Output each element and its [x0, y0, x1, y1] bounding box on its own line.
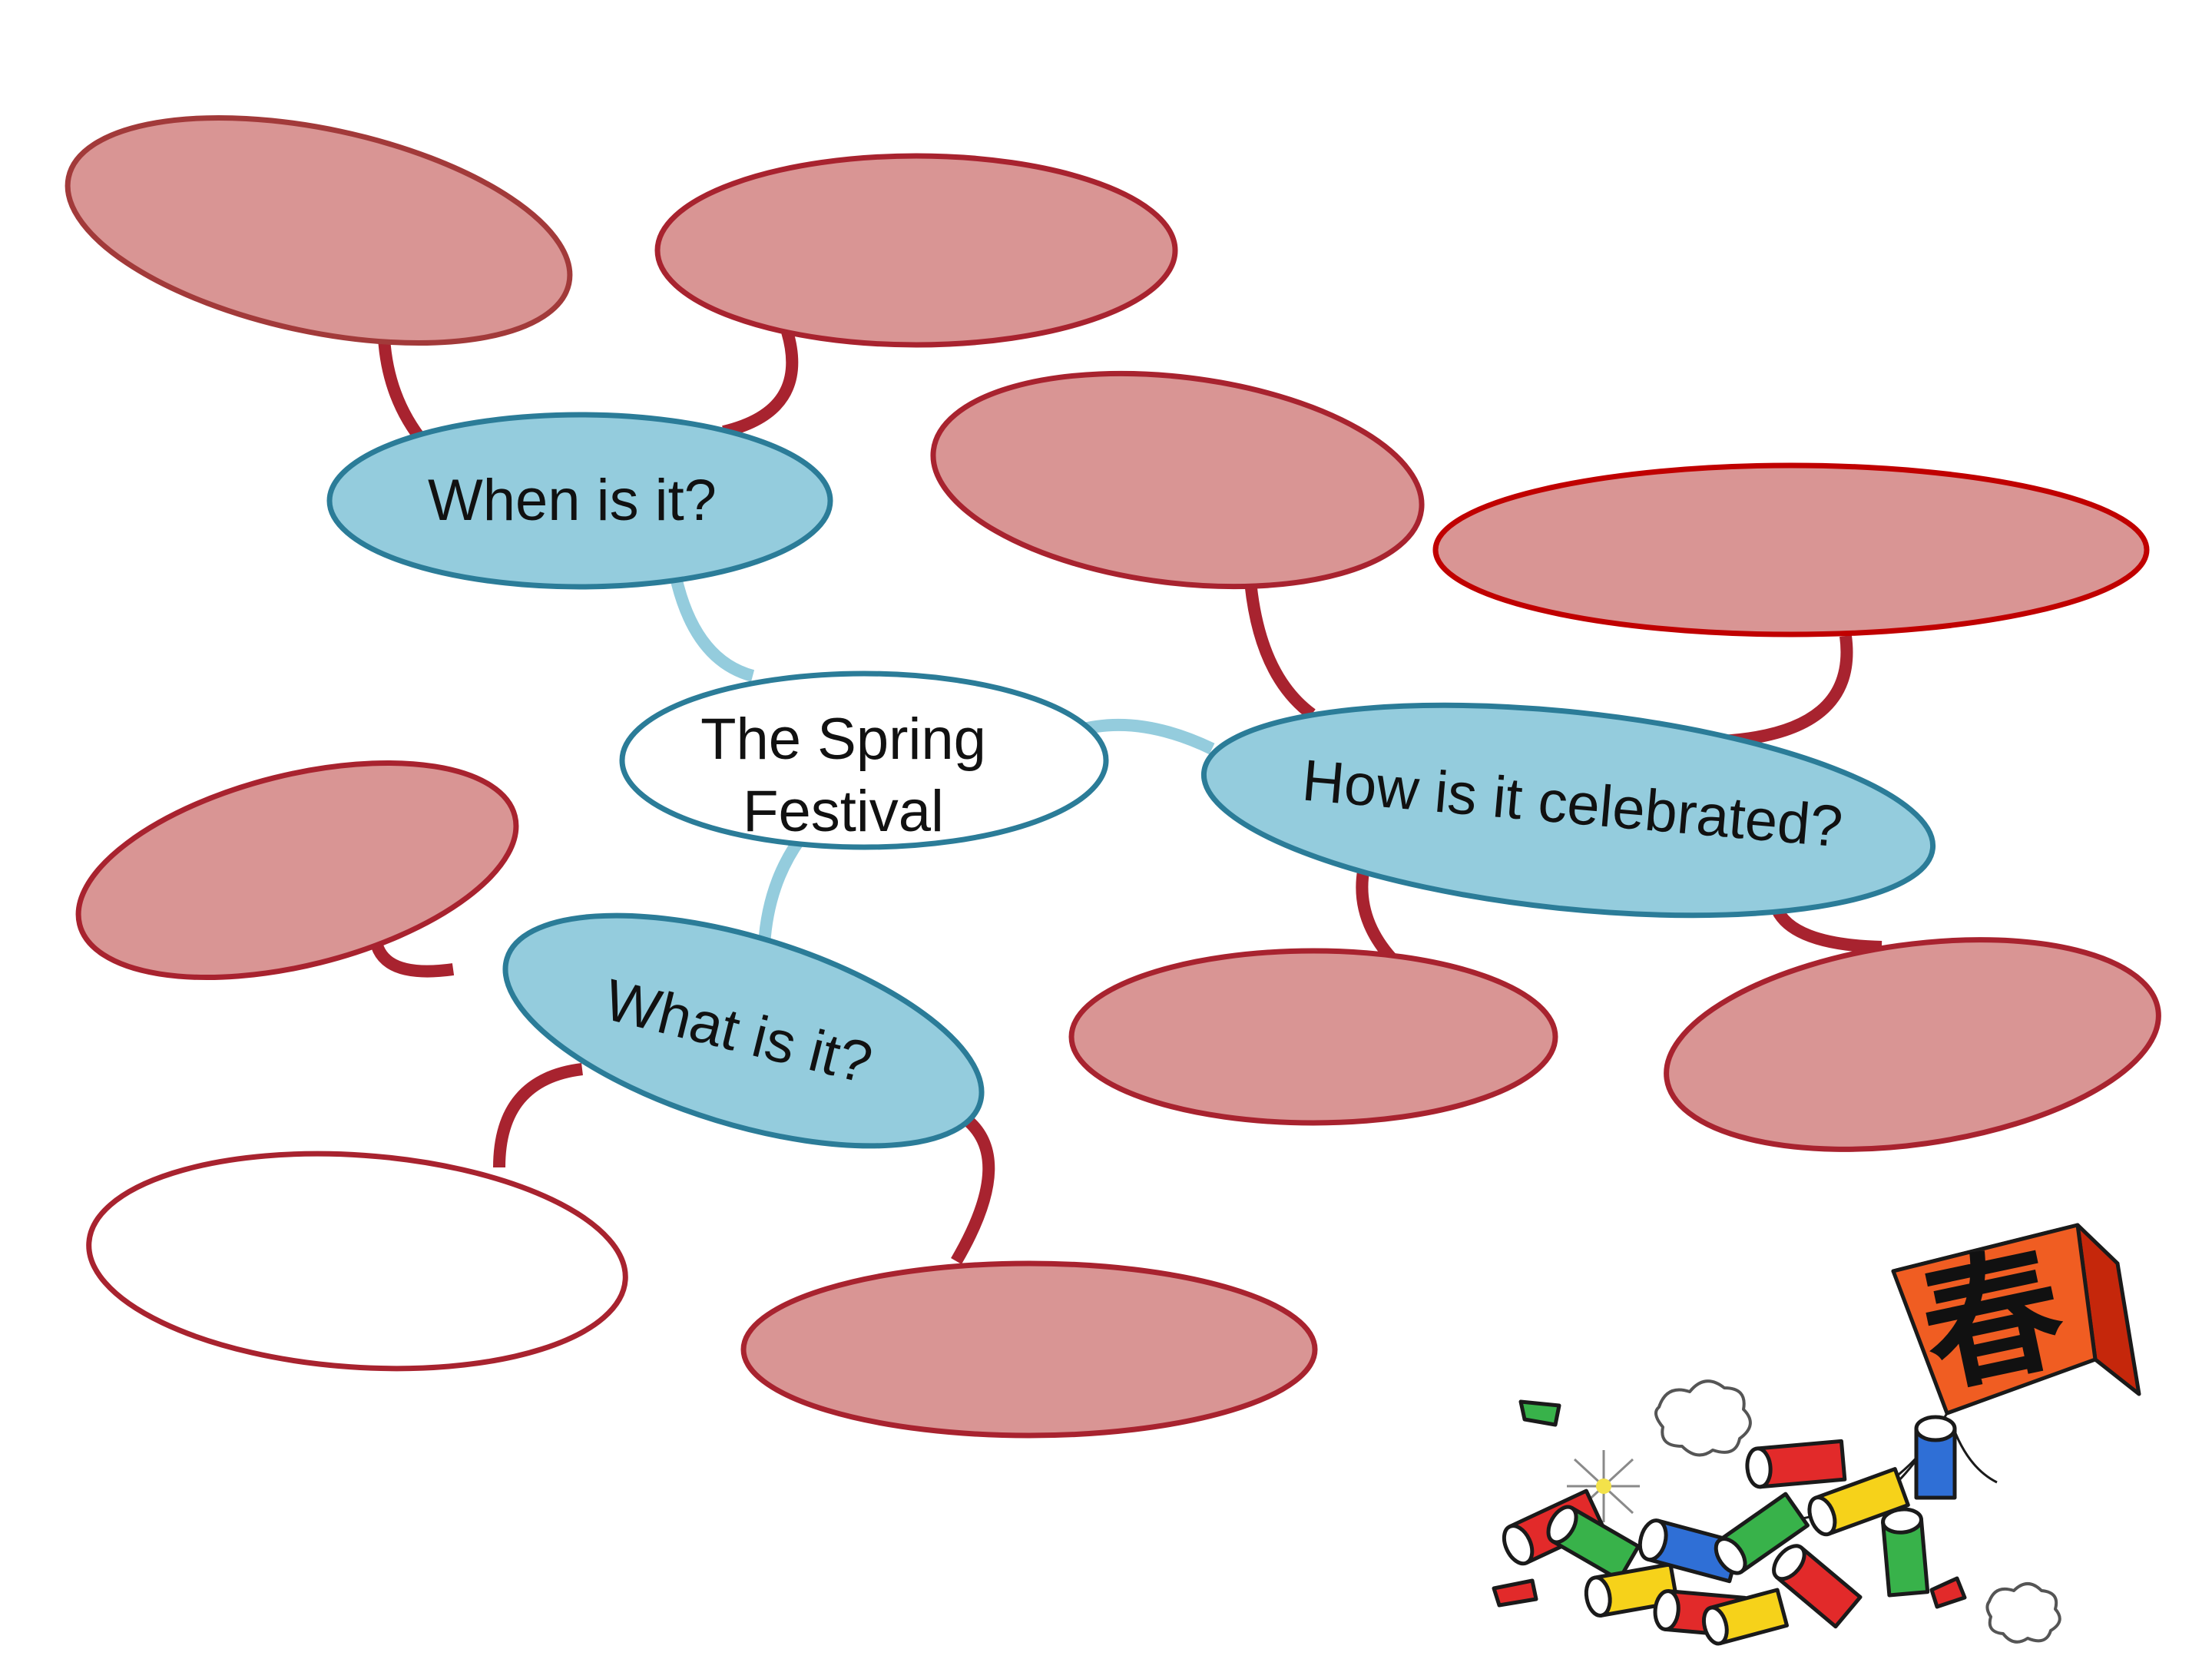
connector-how-detail-4 — [1770, 903, 1883, 953]
smoke-puff-1 — [1654, 1379, 1752, 1457]
detail-connectors — [369, 329, 1883, 1265]
detail-bubble-how-1[interactable] — [921, 348, 1434, 612]
detail-bubble-how-3[interactable] — [1068, 948, 1558, 1126]
connector-when-detail-2 — [722, 329, 799, 438]
detail-bubble-what-3[interactable] — [740, 1260, 1318, 1439]
detail-bubbles — [48, 78, 2172, 1439]
detail-bubble-when-1[interactable] — [48, 78, 590, 383]
firecrackers-illustration: 春 — [1492, 1223, 2141, 1646]
topic-label-when: When is it? — [428, 468, 717, 533]
firecracker-tubes — [1502, 1415, 1957, 1646]
connector-what-detail-3 — [951, 1108, 995, 1265]
connector-what-detail-2 — [493, 1063, 584, 1168]
topic-node-how[interactable]: How is it celebrated? — [1194, 674, 1943, 946]
detail-bubble-how-4[interactable] — [1653, 911, 2172, 1177]
confetti-red-1 — [1492, 1578, 1538, 1608]
smoke-puffs — [1654, 1379, 2061, 1644]
connector-when-detail-1 — [378, 337, 430, 449]
topic-nodes: When is it? How is it celebrated? What i… — [326, 412, 1943, 1193]
connector-how-detail-2 — [1720, 634, 1853, 747]
confetti-red-2 — [1929, 1576, 1967, 1609]
confetti-green — [1518, 1399, 1561, 1427]
connector-how-detail-1 — [1244, 581, 1316, 720]
detail-bubble-when-2[interactable] — [654, 153, 1178, 348]
smoke-puff-2 — [1985, 1582, 2061, 1644]
topic-node-what[interactable]: What is it? — [479, 869, 1007, 1193]
center-node[interactable]: The Spring Festival — [619, 671, 1109, 850]
detail-bubble-what-1[interactable] — [57, 724, 538, 1017]
center-label-line1: The Spring — [700, 707, 986, 772]
topic-node-when[interactable]: When is it? — [326, 412, 833, 590]
detail-bubble-how-2[interactable] — [1432, 462, 2150, 637]
connector-center-when — [670, 576, 755, 682]
connector-center-what — [758, 835, 806, 945]
center-label-line2: Festival — [743, 779, 944, 844]
firecracker-box: 春 — [1891, 1223, 2141, 1416]
firecracker-box-character: 春 — [1909, 1227, 2078, 1413]
detail-bubble-what-2[interactable] — [81, 1137, 633, 1386]
